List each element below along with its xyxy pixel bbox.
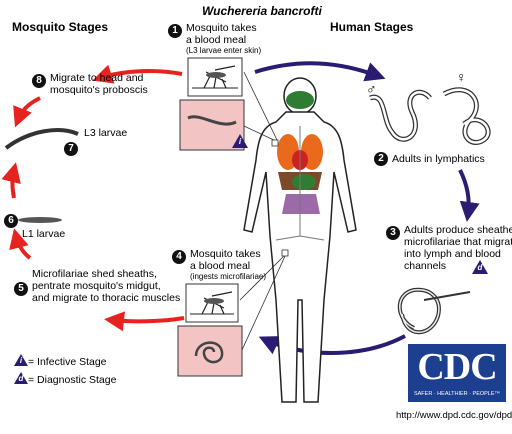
l3-larva-figure [4,128,79,150]
source-url[interactable]: http://www.dpd.cdc.gov/dpdx [396,410,512,421]
human-stages-header: Human Stages [330,20,414,34]
mosquito-stages-header: Mosquito Stages [12,20,109,34]
arrow-5-to-6 [9,228,32,260]
legend-infective-icon: i [14,354,28,366]
arrow-6-to-7 [1,162,21,199]
step-5-label: Microfilariae shed sheaths, pentrate mos… [32,268,181,304]
arrow-8-to-7 [13,96,41,128]
step-4-label: Mosquito takes a blood meal [190,248,261,272]
step-1-sublabel: (L3 larvae enter skin) [186,46,262,55]
step-4-sublabel: (ingests microfilariae) [190,272,267,281]
infective-stage-marker: i [232,134,248,148]
step-8-label: Migrate to head and mosquito's proboscis [50,72,148,96]
step-5-number: 5 [14,282,28,296]
step-6-label: L1 larvae [22,228,66,240]
mosquito-bite-panel-top [179,57,245,151]
step-2-number: 2 [374,152,388,166]
arrow-4-to-5 [104,311,185,332]
legend-diagnostic-letter: d [18,374,24,383]
legend-diagnostic-icon: d [14,372,28,384]
step-2-label: Adults in lymphatics [392,153,485,165]
step-1-label: Mosquito takes a blood meal [186,22,257,46]
legend-infective-label: = Infective Stage [28,356,107,368]
step-1-number: 1 [168,24,182,38]
legend-infective-letter: i [19,356,23,365]
diagnostic-stage-marker: d [472,260,488,274]
male-symbol: ♂ [366,81,377,97]
connector-lines [239,71,289,351]
diagnostic-marker-letter: d [477,263,483,272]
step-8-number: 8 [32,74,46,88]
adult-worms-inner [369,88,490,144]
arrow-1-to-8 [92,64,183,84]
cdc-logo-tagline: SAFER · HEALTHIER · PEOPLE™ [413,391,501,397]
human-organs [275,91,325,241]
step-6-number: 6 [4,214,18,228]
infective-marker-letter: i [238,137,242,146]
mosquito-cycle-arrows [1,64,185,332]
cdc-logo: CDC SAFER · HEALTHIER · PEOPLE™ [408,344,506,402]
microfilaria-figure [397,287,471,335]
diagram-title: Wuchereria bancrofti [202,4,322,18]
legend-diagnostic-label: = Diagnostic Stage [28,374,117,386]
l1-larva-figure [18,217,62,223]
step-4-number: 4 [172,250,186,264]
female-symbol: ♀ [456,69,467,85]
step-7-number: 7 [64,142,78,156]
cdc-logo-text: CDC [417,346,497,388]
arrow-2-to-3 [458,169,480,222]
step-3-label: Adults produce sheathed microfilariae th… [404,224,512,272]
step-7-label: L3 larvae [84,127,128,139]
arrow-1-to-2 [254,61,386,82]
step-3-number: 3 [386,226,400,240]
mosquito-bite-panel-bottom [177,283,243,377]
